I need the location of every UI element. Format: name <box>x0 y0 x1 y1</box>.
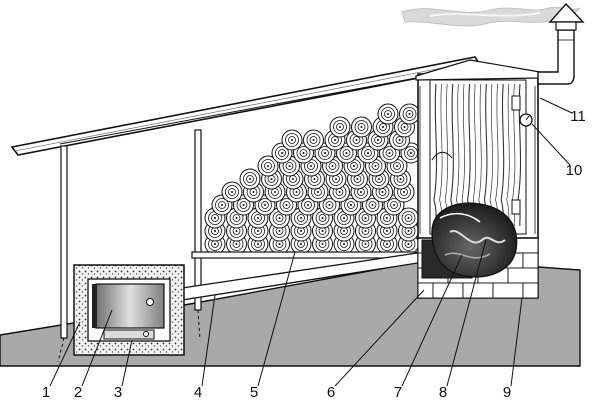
stone-block-icon <box>522 252 539 269</box>
firewood-log-icon <box>221 181 243 203</box>
support-posts <box>57 129 202 363</box>
stone-block-icon <box>417 282 434 299</box>
firewood-log-icon <box>303 129 324 151</box>
callout-label-7: 7 <box>394 384 402 401</box>
firewood-log-icon <box>351 116 372 138</box>
callout-label-1: 1 <box>42 384 50 401</box>
firewood-log-icon <box>377 103 399 125</box>
callout-label-4: 4 <box>194 384 202 401</box>
chimney-cap-icon <box>548 2 585 31</box>
callout-label-3: 3 <box>114 384 122 401</box>
leader-line-2 <box>81 309 113 387</box>
chimney <box>537 29 575 85</box>
callout-labels: 1 2 3 4 5 6 7 8 9 10 11 <box>42 108 586 401</box>
leader-line-10 <box>531 123 571 166</box>
leader-line-9 <box>510 297 523 387</box>
leader-line-1 <box>49 321 81 387</box>
firewood-log-icon <box>399 103 420 125</box>
callout-label-2: 2 <box>74 384 82 401</box>
stone-block-icon <box>507 267 539 284</box>
firewood-log-icon <box>281 129 303 151</box>
smoke-puff-icon <box>401 6 581 27</box>
leader-line-8 <box>446 239 487 387</box>
leader-line-4 <box>201 294 216 387</box>
leader-line-5 <box>257 251 296 387</box>
firewood-log-icon <box>239 168 261 190</box>
thermometer-icon <box>519 113 533 127</box>
leader-line-6 <box>334 289 425 387</box>
stone-block-icon <box>462 282 494 299</box>
firebox <box>73 264 185 356</box>
leader-lines <box>49 97 573 387</box>
firewood-log-icon <box>329 116 351 138</box>
firewood-log-icon <box>257 155 279 177</box>
callout-label-9: 9 <box>503 384 511 401</box>
fish-carcass-icon <box>431 202 518 278</box>
leader-line-11 <box>539 97 573 114</box>
woodpile <box>204 103 422 255</box>
stone-block-icon <box>522 282 539 299</box>
callout-label-6: 6 <box>327 384 335 401</box>
leader-line-3 <box>121 339 133 387</box>
stone-block-icon <box>492 282 524 299</box>
callout-label-5: 5 <box>250 384 258 401</box>
callout-label-10: 10 <box>566 162 583 179</box>
firewood-log-icon <box>398 207 419 229</box>
callout-label-11: 11 <box>570 108 586 125</box>
callout-label-8: 8 <box>439 384 447 401</box>
leader-line-7 <box>401 254 463 387</box>
